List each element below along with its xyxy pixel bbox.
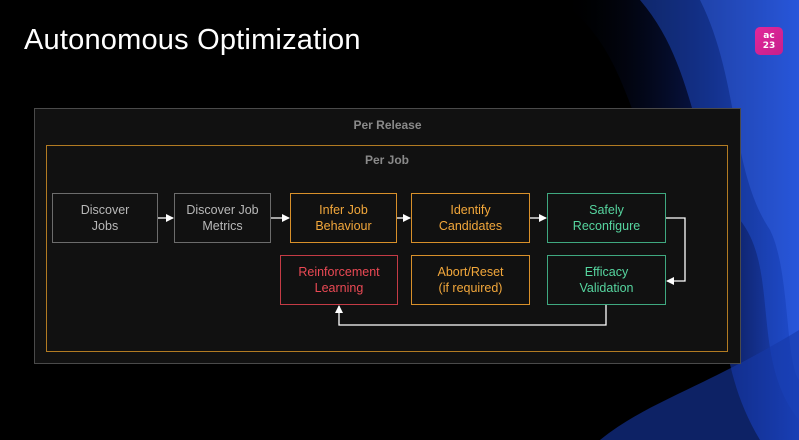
node-abort-reset-label: Abort/Reset (if required) [437,265,504,295]
logo-text: ac 23 [762,31,776,51]
node-identify-candidates: Identify Candidates [411,193,530,243]
node-reinforcement-learning-label: Reinforcement Learning [298,265,380,295]
node-reinforcement-learning: Reinforcement Learning [280,255,398,305]
node-abort-reset: Abort/Reset (if required) [411,255,530,305]
slide-title: Autonomous Optimization [24,24,361,56]
per-release-label: Per Release [353,118,422,132]
per-job-label: Per Job [364,153,409,167]
node-discover-jobs: Discover Jobs [52,193,158,243]
node-discover-job-metrics: Discover Job Metrics [174,193,271,243]
node-identify-candidates-label: Identify Candidates [438,203,503,233]
node-infer-job-behaviour: Infer Job Behaviour [290,193,397,243]
node-efficacy-validation-label: Efficacy Validation [579,265,634,295]
node-safely-reconfigure: Safely Reconfigure [547,193,666,243]
node-efficacy-validation: Efficacy Validation [547,255,666,305]
node-discover-job-metrics-label: Discover Job Metrics [186,203,259,233]
node-discover-jobs-label: Discover Jobs [80,203,130,233]
node-infer-job-behaviour-label: Infer Job Behaviour [315,203,372,233]
conference-logo: ac 23 [755,27,783,55]
node-safely-reconfigure-label: Safely Reconfigure [572,203,641,233]
per-job-frame: Per Job [46,145,728,352]
